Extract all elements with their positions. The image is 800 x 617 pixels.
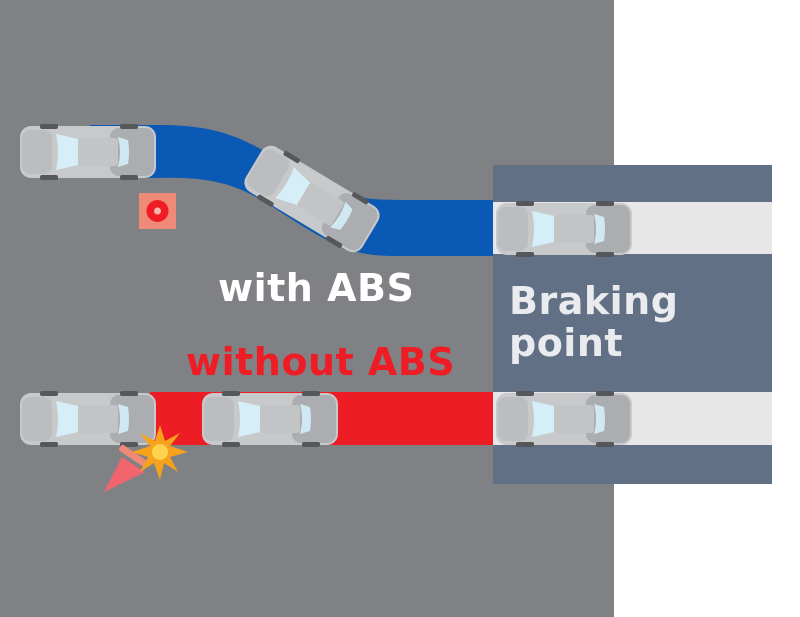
with-abs-label: with ABS [218,266,415,310]
without-abs-label: without ABS [186,340,456,384]
traffic-cone-icon [104,444,147,492]
obstacle-icon [139,193,176,229]
car-icon [496,201,632,257]
collision-spark-icon [132,425,188,480]
car-icon [20,391,156,447]
car-icon [20,124,156,180]
car-icon [496,391,632,447]
car-icon [202,391,338,447]
braking-point-line-1: Braking [509,279,679,323]
braking-point-label: Braking point [509,280,678,364]
braking-point-line-2: point [509,321,624,365]
